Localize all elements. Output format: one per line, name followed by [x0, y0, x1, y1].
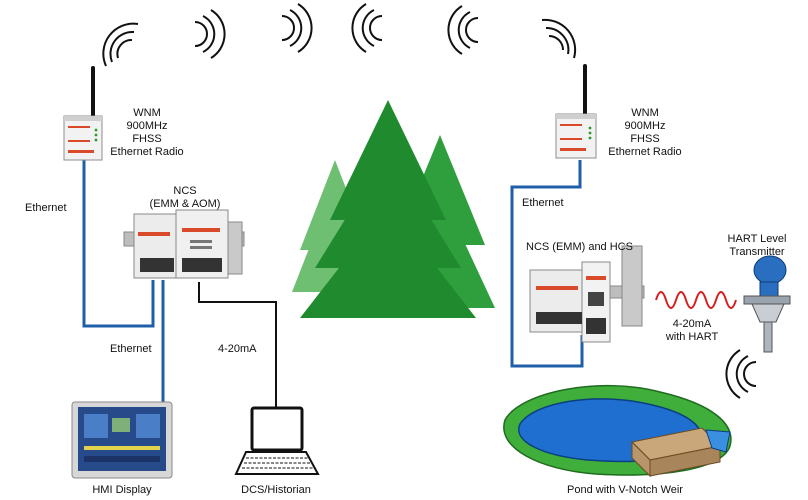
pond-label: Pond with V-Notch Weir: [567, 484, 683, 496]
analog-wire-left: [198, 282, 277, 408]
radio-waves: [102, 3, 757, 399]
hmi-display-label: HMI Display: [92, 484, 152, 496]
hart-transmitter-label: HART Level Transmitter: [712, 233, 802, 259]
radio-left-line-4: Ethernet Radio: [110, 146, 184, 158]
analog-right-line-1: 4-20mA: [672, 318, 712, 330]
ncs-left-line-2: (EMM & AOM): [149, 198, 221, 210]
radio-left-line-2: 900MHz: [126, 120, 168, 132]
radio-left-line-3: FHSS: [132, 133, 162, 145]
cable-radio-to-ncs-right: [510, 160, 584, 368]
radio-right-line-2: 900MHz: [624, 120, 666, 132]
ncs-left-label: NCS (EMM & AOM): [140, 185, 230, 211]
dcs-historian-label: DCS/Historian: [241, 484, 311, 496]
radio-unit-left: [63, 66, 103, 161]
cable-radio-to-ncs-left: [82, 160, 155, 328]
laptop-dcs-historian: [234, 406, 320, 475]
pine-trees: [292, 100, 495, 318]
analog-left-label: 4-20mA: [218, 343, 257, 355]
ethernet-label-bottom-left: Ethernet: [110, 343, 152, 355]
analog-right-label: 4-20mA with HART: [657, 318, 727, 344]
pond-with-weir: [503, 384, 732, 478]
wave-arc-right-radio: [541, 18, 577, 59]
ncs-controller-left: [123, 209, 245, 279]
hmi-display: [71, 401, 173, 479]
radio-left-label: WNM 900MHz FHSS Ethernet Radio: [102, 107, 192, 159]
wave-arc-4: [351, 3, 383, 53]
hart-signal-wave: [655, 291, 737, 309]
wave-arc-3: [281, 3, 313, 53]
wave-arc-transmitter: [725, 349, 757, 399]
hart-transmitter-line-2: Transmitter: [729, 246, 785, 258]
analog-right-line-2: with HART: [665, 331, 719, 343]
radio-left-line-1: WNM: [133, 107, 161, 119]
ethernet-label-right: Ethernet: [522, 197, 564, 209]
ethernet-cables: [82, 160, 584, 402]
ncs-left-line-1: NCS: [173, 185, 197, 197]
wave-arc-5: [447, 5, 479, 55]
radio-right-line-1: WNM: [631, 107, 659, 119]
ncs-hcs-controller-right: [529, 245, 645, 343]
wave-arc-2: [194, 9, 226, 59]
ethernet-label-top-left: Ethernet: [25, 202, 67, 214]
radio-right-label: WNM 900MHz FHSS Ethernet Radio: [600, 107, 690, 159]
radio-right-line-3: FHSS: [630, 133, 660, 145]
radio-unit-right: [555, 64, 597, 159]
hart-transmitter-line-1: HART Level: [727, 233, 787, 245]
hart-level-transmitter: [743, 255, 791, 353]
ncs-right-label: NCS (EMM) and HCS: [526, 241, 633, 253]
radio-right-line-4: Ethernet Radio: [608, 146, 682, 158]
wave-arc-left-radio: [102, 22, 139, 67]
